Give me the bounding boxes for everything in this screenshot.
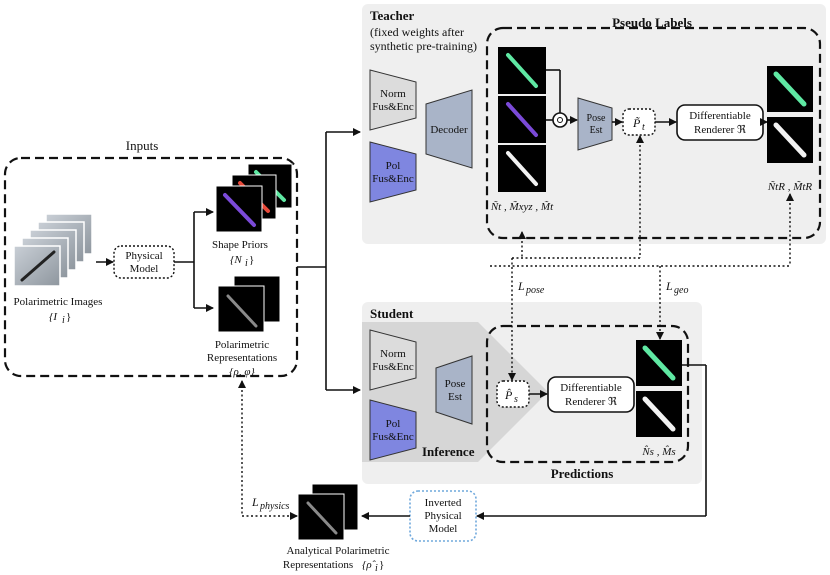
teacher-norm-enc-line2: Fus&Enc (372, 101, 414, 113)
polarimetric-images-symbol: {I (49, 311, 58, 323)
loss-geo-symbol: L (665, 279, 673, 293)
student-pose-est-line2: Est (448, 391, 462, 403)
pseudo-labels-box (485, 26, 822, 240)
polarimetric-reps-line2: Representations (207, 352, 277, 364)
polarimetric-images-label: Polarimetric Images (14, 296, 103, 308)
student-norm-enc-line2: Fus&Enc (372, 361, 414, 373)
student-title: Student (370, 306, 414, 321)
loss-physics-sub: physics (259, 501, 290, 512)
student-pose-est (435, 355, 473, 425)
physical-model-line1: Physical (125, 250, 162, 262)
shape-priors-label: Shape Priors (212, 239, 268, 251)
polarimetric-reps-stack (217, 275, 281, 333)
inference-label: Inference (422, 444, 475, 459)
teacher-xyz-object (506, 102, 538, 137)
teacher-renderer-line2: Renderer ℜ (694, 124, 746, 136)
teacher-norm-encoder (369, 69, 417, 131)
teacher-normal-object (506, 53, 538, 88)
teacher-title: Teacher (370, 8, 415, 23)
inverted-model-line2: Physical (424, 510, 461, 522)
polarimetric-images-sub: i (62, 315, 65, 326)
student-renderer-box (547, 376, 635, 413)
loss-geo-sub: geo (674, 285, 688, 296)
teacher-norm-enc-line1: Norm (380, 88, 406, 100)
shape-priors-symbol: {N (230, 254, 242, 266)
student-norm-enc-line1: Norm (380, 348, 406, 360)
analytical-sub: i (375, 563, 378, 574)
teacher-pol-enc-line2: Fus&Enc (372, 173, 414, 185)
concat-circle (552, 112, 568, 128)
student-pose-est-line1: Pose (445, 378, 466, 390)
polarimetric-reps-line1: Polarimetric (215, 339, 269, 351)
shape-priors-stack (215, 163, 293, 233)
teacher-pose-sub: t (642, 122, 645, 133)
teacher-pol-encoder (369, 141, 417, 203)
student-outputs-label: N̂s , M̂s (641, 445, 675, 458)
predictions-box (485, 324, 690, 464)
student-pose-sub: s (514, 394, 518, 405)
analytical-close: } (379, 559, 384, 571)
teacher-pose-symbol: P̃ (632, 116, 641, 130)
teacher-outputs-label: Ñt , M̃xyz , M̃t (490, 200, 554, 213)
analytical-reps-stack (297, 483, 359, 541)
polarimetric-images-stack (13, 213, 93, 287)
student-pol-enc-line2: Fus&Enc (372, 431, 414, 443)
teacher-pose-est (577, 97, 613, 151)
teacher-decoder (425, 89, 473, 169)
student-norm-encoder (369, 329, 417, 391)
predictions-title: Predictions (551, 466, 614, 481)
inverted-model-line1: Inverted (425, 497, 462, 509)
student-pose-box (496, 380, 530, 408)
physical-model-line2: Model (130, 263, 159, 275)
loss-physics-symbol: L (251, 495, 259, 509)
inverted-model-line3: Model (429, 523, 458, 535)
inputs-box (3, 156, 299, 378)
teacher-pose-est-line1: Pose (587, 113, 606, 124)
teacher-decoder-label: Decoder (430, 124, 468, 136)
student-renderer-line1: Differentiable (560, 382, 622, 394)
inputs-title: Inputs (126, 138, 159, 153)
teacher-subtitle-line1: (fixed weights after (370, 25, 464, 39)
student-renderer-line2: Renderer ℜ (565, 396, 617, 408)
teacher-renderer-line1: Differentiable (689, 110, 751, 122)
student-pose-symbol: P̂ (504, 388, 513, 402)
polarimetric-reps-symbol: {ρ, φ} (229, 366, 255, 378)
teacher-subtitle-line2: synthetic pre-training) (370, 39, 477, 53)
student-pol-encoder (369, 399, 417, 461)
pseudo-labels-title: Pseudo Labels (612, 15, 692, 30)
shape-priors-sub: i (245, 258, 248, 269)
loss-pose-symbol: L (517, 279, 525, 293)
analytical-label-line2: Representations (283, 559, 353, 571)
teacher-pose-est-line2: Est (590, 125, 603, 136)
shape-priors-close: } (249, 254, 254, 266)
analytical-label-line1: Analytical Polarimetric (287, 545, 390, 557)
teacher-pol-enc-line1: Pol (386, 160, 401, 172)
polarimetric-images-close: } (66, 311, 71, 323)
loss-pose-sub: pose (525, 285, 545, 296)
teacher-mask-object (506, 151, 538, 186)
student-pol-enc-line1: Pol (386, 418, 401, 430)
teacher-render-label: ÑtR , M̃tR (767, 180, 813, 193)
